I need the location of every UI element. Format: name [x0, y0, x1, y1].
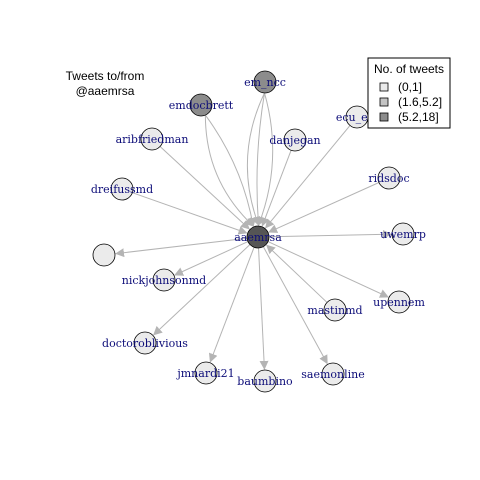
node-label-center: aaemrsa — [234, 231, 282, 244]
node-saemonline[interactable] — [321, 362, 345, 386]
graph-title-line2: @aaemrsa — [76, 84, 135, 98]
edge-emdocbrett — [204, 115, 254, 227]
edge-nickjohnsonmd — [174, 241, 249, 276]
legend-swatch-bin1 — [379, 82, 389, 92]
node-label-em_ncc: em_ncc — [244, 76, 286, 89]
node-label-ridsdoc: ridsdoc — [368, 172, 409, 185]
node-dreifussmd[interactable] — [110, 177, 134, 201]
node-uwemrp[interactable] — [391, 222, 415, 246]
node-jmnardi21[interactable] — [194, 361, 218, 385]
node-label-saemonline: saemonline — [301, 368, 364, 381]
node-baumbino[interactable] — [253, 369, 277, 393]
edge-ecu_em — [265, 125, 351, 229]
node-nickjohnsonmd[interactable] — [152, 268, 176, 292]
edge-danjegan — [260, 150, 292, 227]
node-label-aribfriedman: aribfriedman — [116, 133, 189, 146]
edge-unlabeled — [115, 237, 248, 258]
node-label-baumbino: baumbino — [237, 375, 293, 388]
node-upennem[interactable] — [387, 290, 411, 314]
legend-swatch-bin3 — [379, 112, 389, 122]
edge-ridsdoc — [268, 182, 380, 233]
edge-mastinmd — [266, 244, 328, 303]
edge-baumbino — [258, 247, 269, 370]
node-doctoroblivious[interactable] — [133, 331, 157, 355]
node-emdocbrett[interactable] — [189, 93, 213, 117]
node-em_ncc[interactable] — [253, 70, 277, 94]
edge-uwemrp — [268, 229, 392, 239]
node-label-jmnardi21: jmnardi21 — [175, 367, 234, 380]
node-mastinmd[interactable] — [323, 298, 347, 322]
legend: No. of tweets (0,1] (1.6,5.2] (5.2,18] — [367, 57, 451, 129]
node-label-uwemrp: uwemrp — [380, 228, 426, 241]
node-label-upennem: upennem — [373, 296, 425, 309]
node-danjegan[interactable] — [283, 128, 307, 152]
edge-em_ncc-multi — [246, 92, 265, 226]
node-center[interactable] — [246, 225, 270, 249]
node-unlabeled[interactable] — [92, 243, 116, 267]
node-ridsdoc[interactable] — [377, 166, 401, 190]
legend-label-bin2: (1.6,5.2] — [398, 95, 442, 109]
node-label-emdocbrett: emdocbrett — [169, 99, 234, 112]
edge-em_ncc-extra-0 — [257, 92, 274, 226]
edges-layer — [115, 92, 392, 370]
graph-title-line1: Tweets to/from — [66, 69, 145, 83]
edge-saemonline — [262, 246, 328, 365]
node-label-nickjohnsonmd: nickjohnsonmd — [122, 274, 206, 287]
edge-upennem — [267, 241, 389, 298]
legend-label-bin1: (0,1] — [398, 80, 422, 94]
node-label-mastinmd: mastinmd — [307, 304, 362, 317]
edge-dreifussmd — [132, 192, 248, 235]
edge-emdocbrett-multi — [204, 114, 257, 227]
node-label-danjegan: danjegan — [269, 134, 320, 147]
node-label-doctoroblivious: doctoroblivious — [102, 337, 188, 350]
edge-doctoroblivious — [153, 244, 251, 336]
legend-heading: No. of tweets — [374, 62, 444, 76]
edge-aribfriedman — [159, 146, 250, 230]
edge-em_ncc — [253, 92, 265, 226]
node-label-dreifussmd: dreifussmd — [91, 183, 153, 196]
legend-label-bin3: (5.2,18] — [398, 110, 439, 124]
legend-swatch-bin2 — [379, 97, 389, 107]
edge-jmnardi21 — [208, 247, 255, 363]
node-aribfriedman[interactable] — [140, 127, 164, 151]
